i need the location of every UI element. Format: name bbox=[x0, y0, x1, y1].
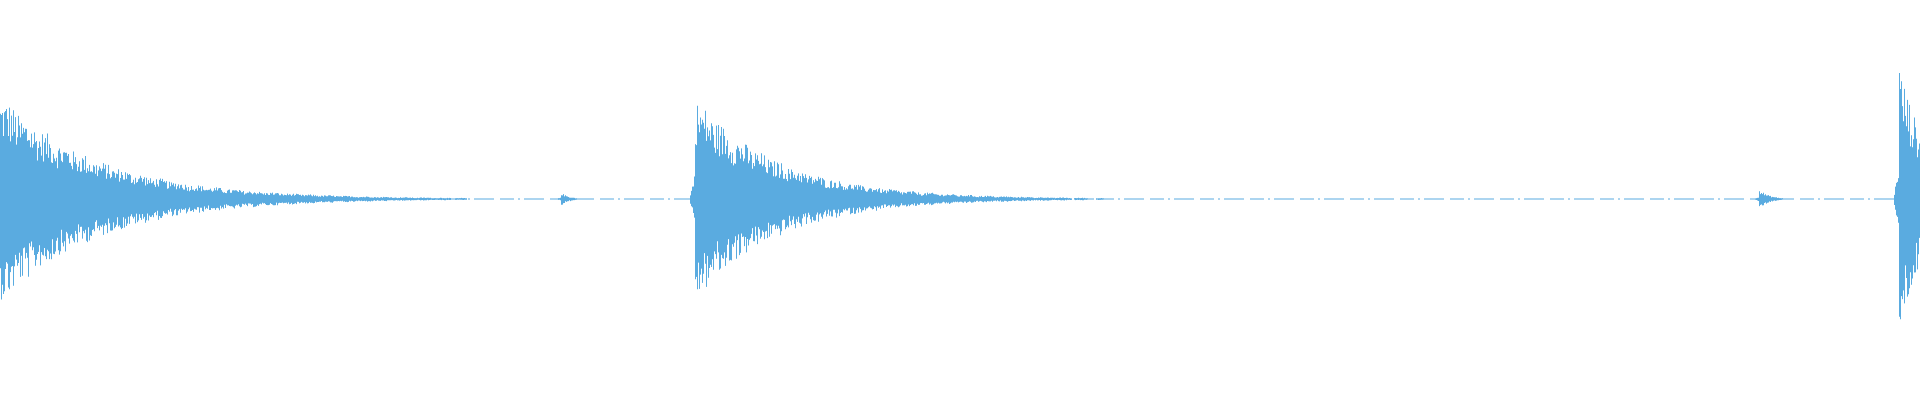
waveform-signal bbox=[0, 73, 1920, 320]
